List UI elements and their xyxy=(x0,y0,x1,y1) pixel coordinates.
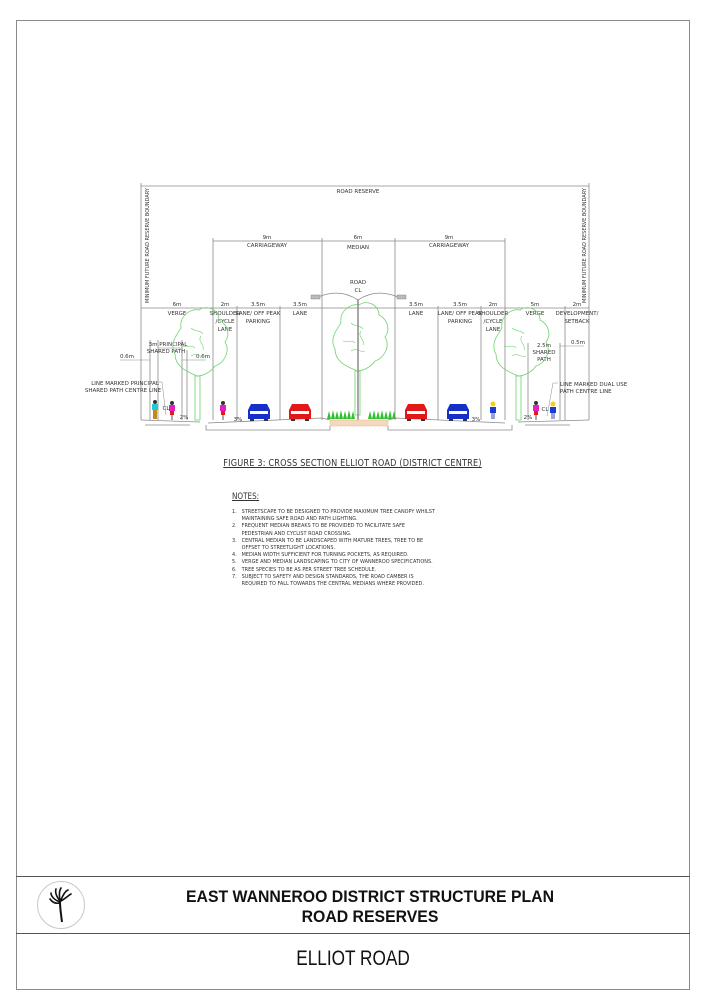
road-cl-label: CL xyxy=(355,288,363,294)
crossfall-right-verge: 2% xyxy=(524,415,533,421)
note-item: 7. SUBJECT TO SAFETY AND DESIGN STANDARDS… xyxy=(232,574,461,588)
title-block-title-line2: ROAD RESERVES xyxy=(301,907,439,926)
right-path-cl-label: CL xyxy=(542,407,550,413)
note-text: VERGE AND MEDIAN LANDSCAPING TO CITY OF … xyxy=(241,559,433,566)
right-lane-width: 3.5m xyxy=(409,302,423,308)
median-label: MEDIAN xyxy=(347,245,369,251)
left-shoulder-label: /CYCLE xyxy=(215,319,235,325)
title-block-divider-middle xyxy=(16,933,690,934)
note-item: 5. VERGE AND MEDIAN LANDSCAPING TO CITY O… xyxy=(232,559,461,566)
left-lane-width: 3.5m xyxy=(293,302,307,308)
pedestrian-figure xyxy=(152,400,158,419)
left-shoulder-label: LANE xyxy=(218,327,233,333)
note-number: 4. xyxy=(232,552,237,559)
note-item: 2. FREQUENT MEDIAN BREAKS TO BE PROVIDED … xyxy=(232,523,461,537)
right-parking-label: PARKING xyxy=(448,319,472,325)
note-number: 6. xyxy=(232,566,237,573)
right-path-label: 2.5m xyxy=(537,343,551,349)
right-setback-width: 2m xyxy=(573,302,582,308)
left-parking-label: PARKING xyxy=(246,319,270,325)
right-shoulder-label: /CYCLE xyxy=(483,319,503,325)
road-name: ELLIOT ROAD xyxy=(296,947,410,970)
note-text: MEDIAN WIDTH SUFFICIENT FOR TURNING POCK… xyxy=(241,552,409,559)
right-setback-label: DEVELOPMENT/ xyxy=(555,311,598,317)
left-path-cl-label: CL xyxy=(163,406,171,412)
left-verge-width: 6m xyxy=(173,302,182,308)
left-path-offset-outer: 0.6m xyxy=(120,354,134,360)
left-path-label: 3m PRINCIPAL xyxy=(149,342,189,348)
left-lane-label: LANE xyxy=(293,311,308,317)
carriageway-right-width: 9m xyxy=(445,235,454,241)
right-path-offset: 0.5m xyxy=(571,340,585,346)
carriageway-left-width: 9m xyxy=(263,235,272,241)
right-path-label: SHARED xyxy=(533,350,556,356)
median-width: 6m xyxy=(354,235,363,241)
note-text: FREQUENT MEDIAN BREAKS TO BE PROVIDED TO… xyxy=(241,523,406,537)
note-item: 6. TREE SPECIES TO BE AS PER STREET TREE … xyxy=(232,567,461,574)
figure-caption: FIGURE 3: CROSS SECTION ELLIOT ROAD (DIS… xyxy=(223,458,482,469)
right-setback-label: SETBACK xyxy=(564,319,590,325)
right-verge-width: 5m xyxy=(531,302,540,308)
carriageway-left-label: CARRIAGEWAY xyxy=(247,243,288,249)
right-parking-width: 3.5m xyxy=(453,302,467,308)
note-number: 5. xyxy=(232,559,237,566)
crossfall-left-verge: 2% xyxy=(180,415,189,421)
note-text: CENTRAL MEDIAN TO BE LANDSCAPED WITH MAT… xyxy=(241,537,424,552)
left-shoulder-width: 2m xyxy=(221,302,230,308)
note-item: 4. MEDIAN WIDTH SUFFICIENT FOR TURNING PO… xyxy=(232,552,461,559)
note-number: 7. xyxy=(232,573,237,580)
left-parking-label: LANE/ OFF PEAK xyxy=(236,311,281,317)
notes-list: 1. STREETSCAPE TO BE DESIGNED TO PROVIDE … xyxy=(232,509,462,588)
right-centre-line-note: PATH CENTRE LINE xyxy=(560,389,612,395)
note-number: 2. xyxy=(232,523,237,530)
left-path-offset-inner: 0.6m xyxy=(196,354,210,360)
kangaroo-paw-logo-icon xyxy=(37,881,85,929)
right-verge-label: VERGE xyxy=(526,311,545,317)
right-lane-label: LANE xyxy=(409,311,424,317)
right-shoulder-label: LANE xyxy=(486,327,501,333)
left-shoulder-label: SHOULDER xyxy=(210,311,241,317)
cross-section-drawing: ROAD RESERVE MINIMUM FUTURE ROAD RESERVE… xyxy=(85,183,628,431)
note-text: TREE SPECIES TO BE AS PER STREET TREE SC… xyxy=(241,566,377,573)
boundary-label-right: MINIMUM FUTURE ROAD RESERVE BOUNDARY xyxy=(582,187,588,303)
left-path-label: SHARED PATH xyxy=(147,349,185,355)
right-parking-label: LANE/ OFF PEAK xyxy=(438,311,483,317)
note-item: 3. CENTRAL MEDIAN TO BE LANDSCAPED WITH M… xyxy=(232,538,461,552)
note-item: 1. STREETSCAPE TO BE DESIGNED TO PROVIDE … xyxy=(232,509,461,523)
road-reserve-label: ROAD RESERVE xyxy=(337,189,380,195)
note-text: SUBJECT TO SAFETY AND DESIGN STANDARDS, … xyxy=(241,573,424,588)
road-cl-label: ROAD xyxy=(350,280,366,286)
title-block-divider-top xyxy=(16,876,690,877)
note-text: STREETSCAPE TO BE DESIGNED TO PROVIDE MA… xyxy=(241,509,435,523)
notes-title: NOTES: xyxy=(232,492,260,502)
sheet-border xyxy=(16,20,690,990)
right-shoulder-label: SHOULDER xyxy=(478,311,509,317)
street-light xyxy=(310,292,407,420)
left-centre-line-note: SHARED PATH CENTRE LINE xyxy=(85,388,162,394)
crossfall-left-road: 3% xyxy=(234,417,243,423)
note-number: 1. xyxy=(232,509,237,515)
crossfall-right-road: 3% xyxy=(472,417,481,423)
notes-section: NOTES: 1. STREETSCAPE TO BE DESIGNED TO P… xyxy=(232,492,462,588)
note-number: 3. xyxy=(232,537,237,544)
boundary-label-left: MINIMUM FUTURE ROAD RESERVE BOUNDARY xyxy=(145,187,151,303)
right-shoulder-width: 2m xyxy=(489,302,498,308)
right-centre-line-note: LINE MARKED DUAL USE xyxy=(560,382,628,388)
left-parking-width: 3.5m xyxy=(251,302,265,308)
title-block-title-line1: EAST WANNEROO DISTRICT STRUCTURE PLAN xyxy=(185,887,555,906)
left-centre-line-note: LINE MARKED PRINCIPAL xyxy=(91,381,159,387)
carriageway-right-label: CARRIAGEWAY xyxy=(429,243,470,249)
left-verge-label: VERGE xyxy=(168,311,187,317)
